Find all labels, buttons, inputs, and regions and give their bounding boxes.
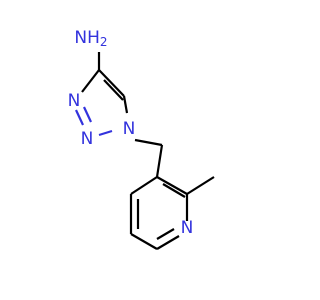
bond-n2-n3-b: [83, 106, 92, 123]
bond-n-c6-second: [156, 228, 175, 240]
bond-c4-c5-second: [103, 79, 124, 101]
triazole-n1-label: N: [123, 119, 136, 139]
bond-n1-ch2: [134, 138, 163, 147]
amine-label: NH2: [74, 28, 107, 49]
bond-c3-c2: [156, 176, 188, 195]
bond-n1-n2: [98, 129, 113, 137]
pyridine-n-label: N: [181, 218, 194, 238]
bond-n-c6: [156, 235, 180, 250]
bond-ch2-c3: [155, 144, 164, 178]
bond-c6-c5: [130, 233, 158, 250]
bond-n2-n3-a: [75, 109, 84, 126]
bond-n3-c4: [81, 69, 100, 93]
bond-c2-methyl: [186, 176, 215, 195]
bond-c4-c3: [130, 176, 158, 195]
molecule-structure-diagram: NH2 N N N N: [68, 28, 215, 250]
triazole-n3-label: N: [68, 91, 81, 111]
bond-c4-c5: [98, 69, 125, 97]
bond-c5-n1: [122, 95, 129, 114]
triazole-n2-label: N: [81, 129, 94, 149]
bond-c3-c2-second: [162, 183, 186, 198]
